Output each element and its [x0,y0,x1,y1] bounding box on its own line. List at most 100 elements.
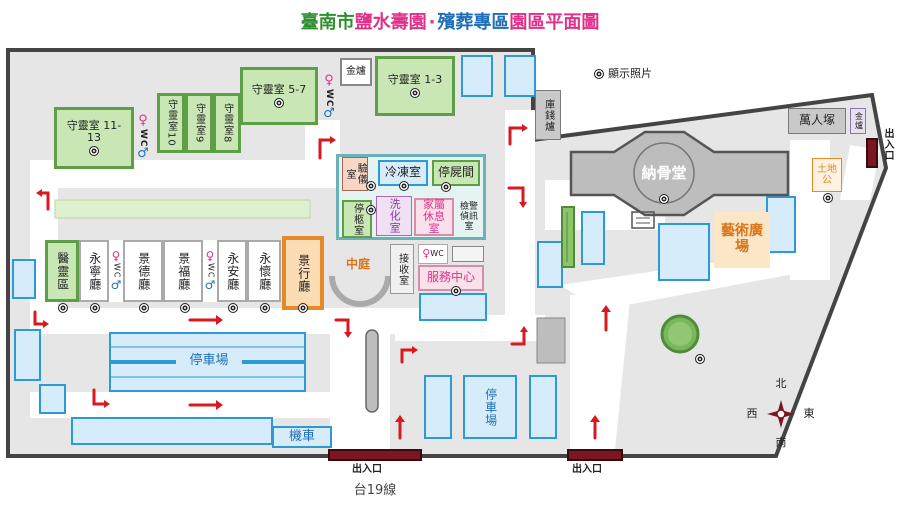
entrance-east[interactable] [866,138,878,168]
ossuary-label[interactable]: 納骨堂 [641,163,687,182]
arrow [508,124,528,146]
grey-block [536,317,566,364]
wc-block: ♀ WC ♂ [203,240,217,302]
photo-marker-icon[interactable] [139,303,149,313]
hall-label: 景德廳 [136,251,151,291]
mass-grave[interactable]: 萬人塚 [788,108,846,134]
wake-room-8[interactable]: 守靈室8 [213,93,241,153]
wake-room-5-7[interactable]: 守靈室 5-7 [240,67,318,125]
photo-marker-icon[interactable] [823,193,833,203]
cold-storage-room[interactable]: 冷凍室 [378,160,428,186]
arrow [188,315,223,325]
photo-marker-icon[interactable] [659,194,669,204]
photo-marker-icon[interactable] [298,303,308,313]
lounge-box [452,246,484,262]
male-icon: ♂ [323,106,335,122]
arrow [334,318,352,338]
family-lounge[interactable]: 家屬休息室 [414,198,454,236]
autopsy-room-label: 驗儀室 [344,163,367,185]
road-label: 台19線 [353,482,397,498]
photo-marker-icon[interactable] [366,205,376,215]
entrance-left[interactable] [328,449,422,461]
art-plaza[interactable]: 藝術廣場 [714,212,770,268]
hall-yonghuai[interactable]: 永懷廳 [247,240,281,302]
photo-marker-icon[interactable] [180,303,190,313]
planter [561,206,575,268]
photo-marker-icon[interactable] [89,146,99,157]
motorcycle-parking[interactable]: 機車 [272,426,332,448]
hall-jingfu[interactable]: 景福廳 [163,240,203,302]
police-room-label: 檢警偵訊室 [459,201,478,233]
photo-marker-icon[interactable] [399,181,409,191]
hall-yongan[interactable]: 永安廳 [217,240,247,302]
title-zone: 殯葬專區 [437,12,510,34]
compass-north: 北 [775,376,787,390]
reception-room[interactable]: 接收室 [390,244,414,294]
money-furnace[interactable]: 庫錢爐 [535,90,561,140]
reception-room-label: 接收室 [396,252,408,286]
courtyard-arc [329,275,391,307]
wake-room-label: 守靈室 11-13 [66,118,122,144]
wake-room-label: 守靈室8 [221,102,233,144]
hall-yiling[interactable]: 醫靈區 [45,240,79,302]
earth-god-label: 土地公 [817,163,837,186]
washing-room[interactable]: 洗化室 [376,196,412,236]
median-island [365,329,379,413]
incinerator-label: 金爐 [346,66,366,78]
arrow [395,415,405,440]
morgue[interactable]: 停屍間 [432,160,480,186]
wake-room-11-13[interactable]: 守靈室 11-13 [54,107,134,169]
washing-room-label: 洗化室 [388,198,402,234]
photo-marker-icon[interactable] [410,88,420,99]
hall-jingde[interactable]: 景德廳 [123,240,163,302]
male-icon: ♂ [137,146,149,162]
map-title: 臺南市 鹽水壽園 · 殯葬專區 園區平面圖 [240,10,660,36]
female-icon: ♀ [422,246,431,260]
family-lounge-label: 家屬休息室 [423,197,445,236]
wake-room-9[interactable]: 守靈室9 [185,93,213,153]
wc-label: WC [324,88,335,108]
wc-label: WC [206,263,216,279]
photo-marker-icon[interactable] [366,181,376,191]
arrow [36,189,50,211]
photo-marker-icon[interactable] [228,303,238,313]
wake-room-label: 守靈室10 [165,99,177,147]
male-icon: ♂ [110,277,122,292]
female-icon: ♀ [324,73,334,89]
photo-marker-icon [594,69,604,79]
photo-marker-icon[interactable] [451,286,461,296]
courtyard-label: 中庭 [345,257,370,272]
wc-block: ♀ WC ♂ [134,110,152,166]
photo-marker-icon[interactable] [58,303,68,313]
photo-marker-icon[interactable] [274,98,284,109]
arrow [92,388,110,408]
hall-label: 永懷廳 [257,251,272,291]
nagutang-shape [569,130,790,217]
hall-jingxing[interactable]: 景行廳 [282,236,324,310]
photo-marker-icon[interactable] [695,354,705,364]
title-separator: · [428,12,436,34]
autopsy-room[interactable]: 驗儀室 [342,157,368,191]
earth-god-shrine[interactable]: 土地公 [812,158,842,192]
police-room[interactable]: 檢警偵訊室 [455,198,483,236]
incinerator-right[interactable]: 金爐 [850,108,866,134]
wc-block: ♀ WC ♂ [109,240,123,302]
entrance-left-label: 出入口 [352,464,382,475]
photo-marker-icon[interactable] [260,303,270,313]
wake-room-1-3[interactable]: 守靈室 1-3 [375,56,455,116]
wake-room-10[interactable]: 守靈室10 [157,93,185,153]
title-plan: 園區平面圖 [509,12,600,34]
motorcycle-label: 機車 [288,428,315,444]
compass-east: 東 [803,406,815,420]
wake-room-label: 守靈室9 [193,102,205,144]
legend: 顯示照片 [594,66,652,82]
hall-label: 景福廳 [176,251,191,291]
incinerator-left[interactable]: 金爐 [340,58,372,86]
female-icon: ♀ [205,248,215,263]
compass-rose [767,400,795,428]
photo-marker-icon[interactable] [441,182,451,192]
entrance-right[interactable] [567,449,623,461]
photo-marker-icon[interactable] [90,303,100,313]
cold-storage-label: 冷凍室 [384,165,421,180]
hall-yongning[interactable]: 永寧廳 [79,240,109,302]
